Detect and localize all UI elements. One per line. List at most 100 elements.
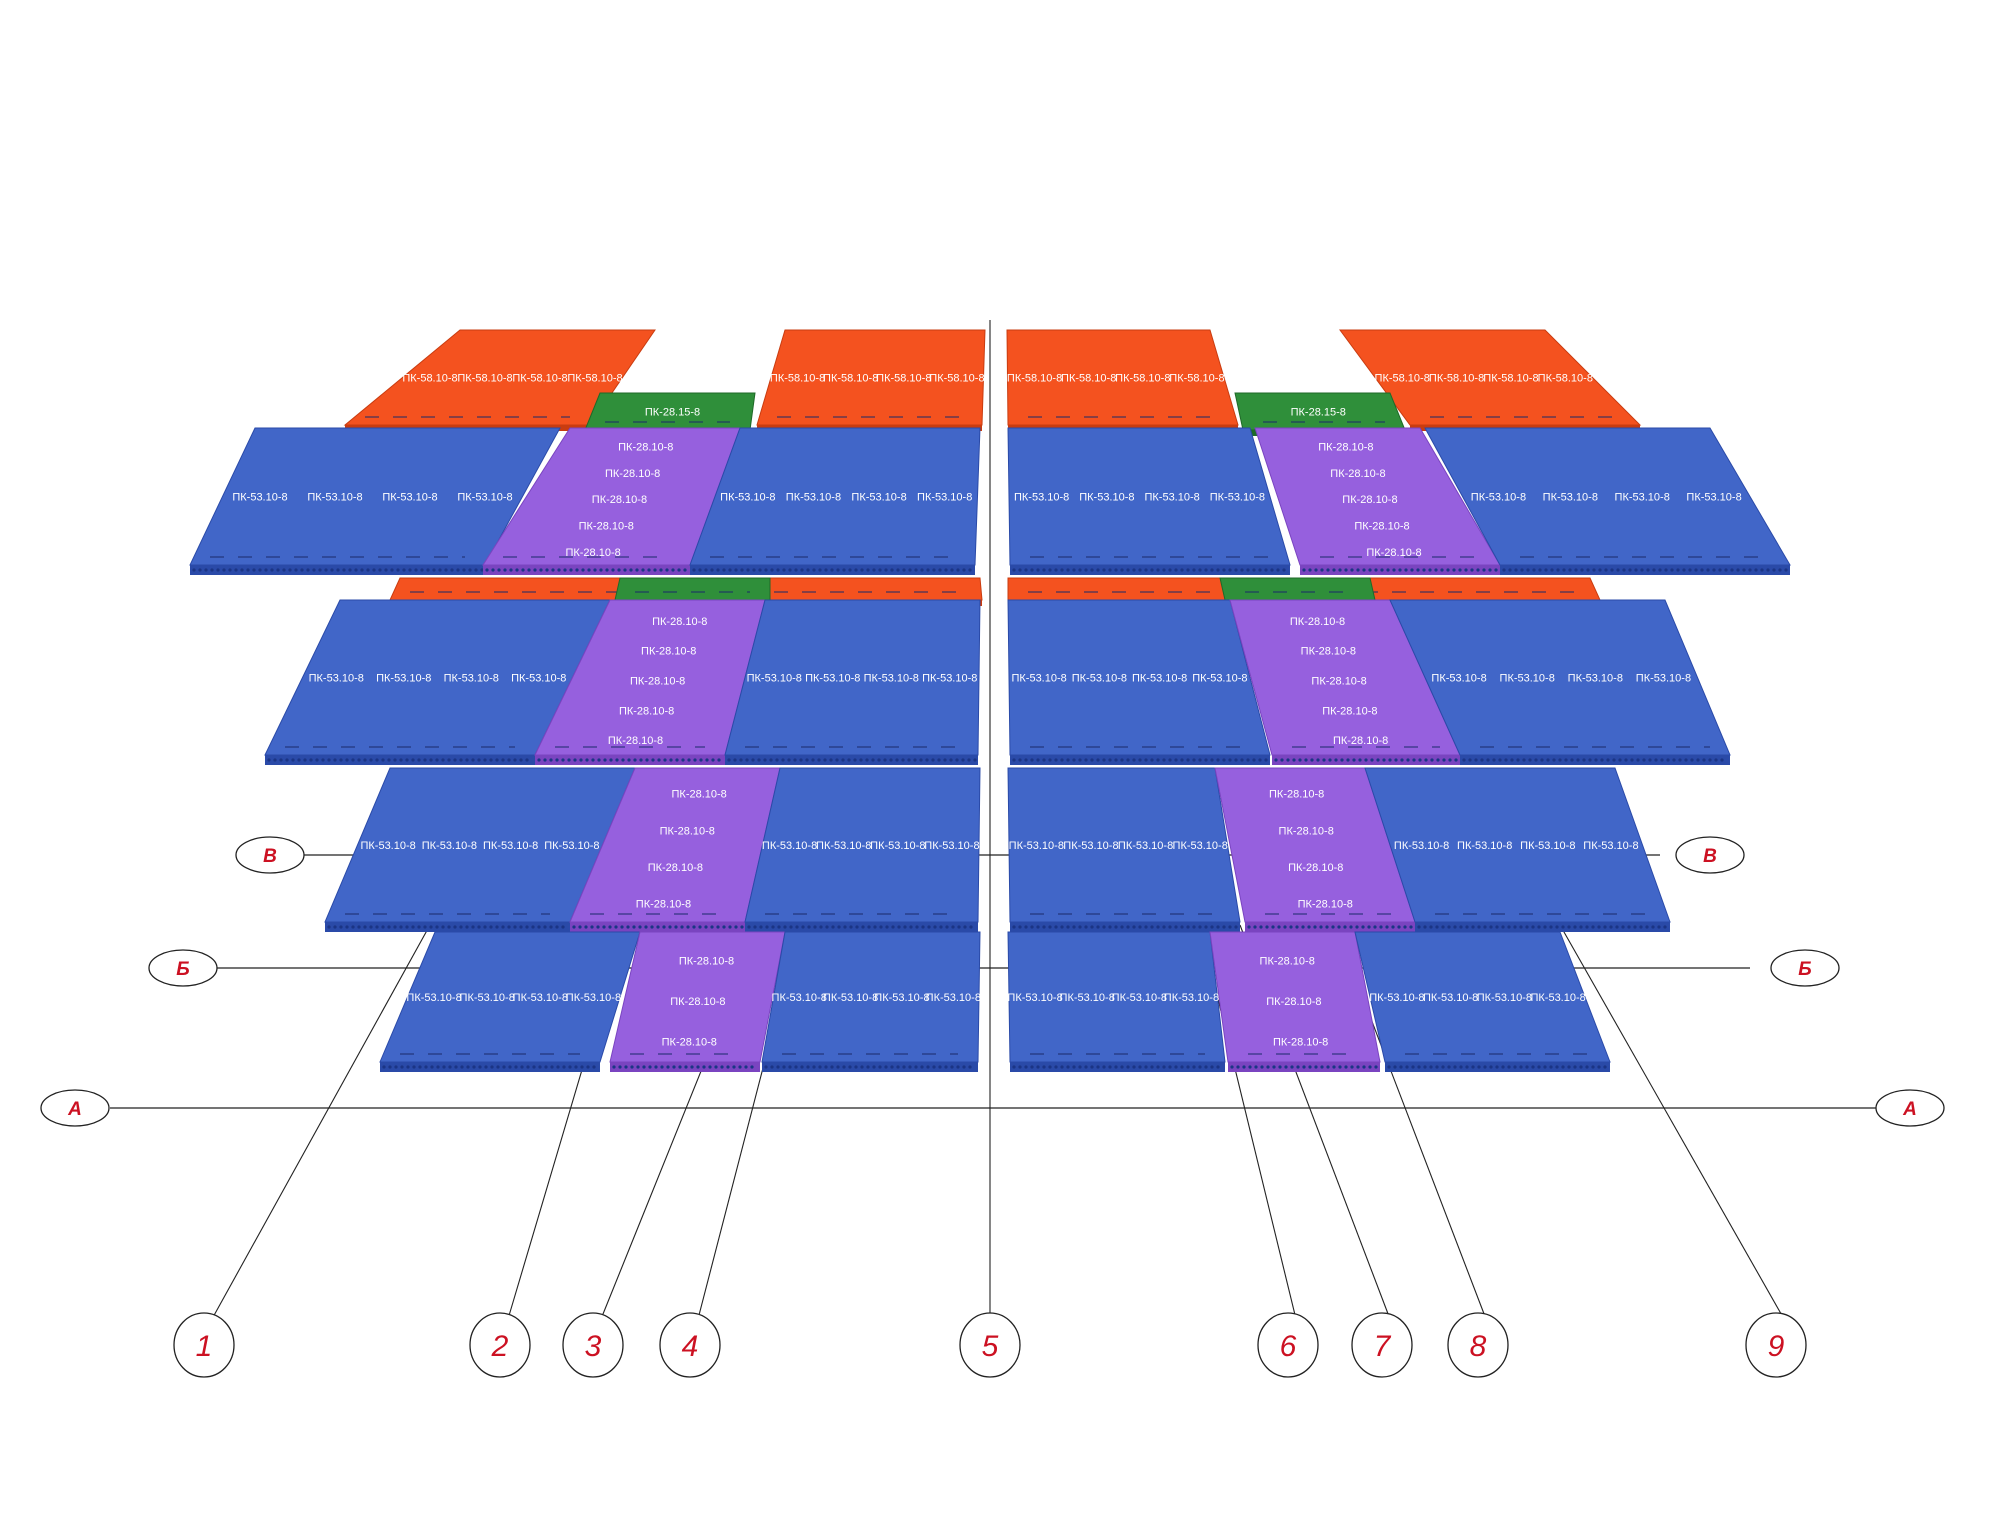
hollow-core xyxy=(1367,925,1371,929)
hollow-core xyxy=(1192,925,1196,929)
hollow-core xyxy=(405,925,409,929)
axis-marker-8: 8 xyxy=(1447,1312,1509,1378)
hollow-core xyxy=(693,758,697,762)
hollow-core xyxy=(945,925,949,929)
hollow-core xyxy=(1349,925,1353,929)
hollow-core xyxy=(738,1065,742,1069)
hollow-core xyxy=(902,568,906,572)
hollow-core xyxy=(620,925,624,929)
slab-label: ПК-28.10-8 xyxy=(1260,955,1315,967)
hollow-core xyxy=(447,758,451,762)
hollow-core xyxy=(1210,925,1214,929)
hollow-core xyxy=(1316,758,1320,762)
hollow-core xyxy=(872,568,876,572)
hollow-core xyxy=(1428,568,1432,572)
slab-label: ПК-53.10-8 xyxy=(1112,992,1167,1004)
hollow-core xyxy=(925,758,929,762)
hollow-core xyxy=(825,925,829,929)
slab-label: ПК-28.10-8 xyxy=(565,547,620,559)
hollow-core xyxy=(357,925,361,929)
hollow-core xyxy=(1538,568,1542,572)
slab-row4-blue-2: ПК-53.10-8ПК-53.10-8ПК-53.10-8ПК-53.10-8 xyxy=(761,931,981,1072)
slab-label: ПК-53.10-8 xyxy=(1500,673,1555,685)
slab-edge xyxy=(1245,922,1415,932)
hollow-core xyxy=(1525,925,1529,929)
hollow-core xyxy=(836,568,840,572)
hollow-core xyxy=(1216,568,1220,572)
hollow-core xyxy=(1090,758,1094,762)
hollow-core xyxy=(448,1065,452,1069)
hollow-core xyxy=(1248,1065,1252,1069)
hollow-core xyxy=(1600,758,1604,762)
hollow-core xyxy=(663,758,667,762)
hollow-core xyxy=(382,1065,386,1069)
hollow-core xyxy=(1042,568,1046,572)
hollow-core xyxy=(417,758,421,762)
hollow-core xyxy=(1531,925,1535,929)
hollow-core xyxy=(793,758,797,762)
hollow-core xyxy=(1720,758,1724,762)
slab-label: ПК-53.10-8 xyxy=(1132,673,1187,685)
slab-label: ПК-53.10-8 xyxy=(307,492,362,504)
hollow-core xyxy=(648,1065,652,1069)
hollow-core xyxy=(1385,925,1389,929)
hollow-core xyxy=(1258,758,1262,762)
hollow-core xyxy=(1198,1065,1202,1069)
hollow-core xyxy=(1411,1065,1415,1069)
hollow-core xyxy=(1486,758,1490,762)
hollow-core xyxy=(417,925,421,929)
hollow-core xyxy=(1060,1065,1064,1069)
hollow-core xyxy=(1274,758,1278,762)
hollow-core xyxy=(782,568,786,572)
hollow-core xyxy=(1585,925,1589,929)
hollow-core xyxy=(1253,925,1257,929)
hollow-core xyxy=(848,1065,852,1069)
hollow-core xyxy=(375,925,379,929)
hollow-core xyxy=(1234,925,1238,929)
axis-marker-7: 7 xyxy=(1351,1312,1413,1378)
hollow-core xyxy=(1658,568,1662,572)
hollow-core xyxy=(1570,758,1574,762)
hollow-core xyxy=(943,758,947,762)
hollow-core xyxy=(1537,1065,1541,1069)
hollow-core xyxy=(351,925,355,929)
slab-label: ПК-53.10-8 xyxy=(823,992,878,1004)
hollow-core xyxy=(507,925,511,929)
hollow-core xyxy=(896,1065,900,1069)
hollow-core xyxy=(753,925,757,929)
slab-top xyxy=(1354,931,1611,1063)
hollow-core xyxy=(533,568,537,572)
hollow-core xyxy=(1210,758,1214,762)
hollow-core xyxy=(677,568,681,572)
hollow-core xyxy=(423,758,427,762)
hollow-core xyxy=(944,568,948,572)
hollow-core xyxy=(624,1065,628,1069)
hollow-core xyxy=(273,758,277,762)
slab-top xyxy=(614,577,771,601)
hollow-core xyxy=(1162,925,1166,929)
hollow-core xyxy=(557,568,561,572)
hollow-core xyxy=(884,568,888,572)
hollow-core xyxy=(1228,925,1232,929)
hollow-core xyxy=(1078,1065,1082,1069)
hollow-core xyxy=(605,568,609,572)
hollow-core xyxy=(1338,568,1342,572)
hollow-core xyxy=(1522,758,1526,762)
hollow-core xyxy=(805,758,809,762)
hollow-core xyxy=(1084,1065,1088,1069)
hollow-core xyxy=(1376,758,1380,762)
slab-row2-purple-2: ПК-28.10-8ПК-28.10-8ПК-28.10-8ПК-28.10-8… xyxy=(1229,599,1461,765)
hollow-core xyxy=(465,925,469,929)
hollow-core xyxy=(1078,758,1082,762)
hollow-core xyxy=(572,925,576,929)
slab-edge xyxy=(483,565,690,575)
hollow-core xyxy=(951,925,955,929)
hollow-core xyxy=(860,568,864,572)
hollow-core xyxy=(1406,758,1410,762)
hollow-core xyxy=(354,568,358,572)
slab-row4-purple-1: ПК-28.10-8ПК-28.10-8ПК-28.10-8 xyxy=(609,931,786,1072)
hollow-core xyxy=(432,568,436,572)
hollow-core xyxy=(1708,758,1712,762)
hollow-core xyxy=(1282,568,1286,572)
